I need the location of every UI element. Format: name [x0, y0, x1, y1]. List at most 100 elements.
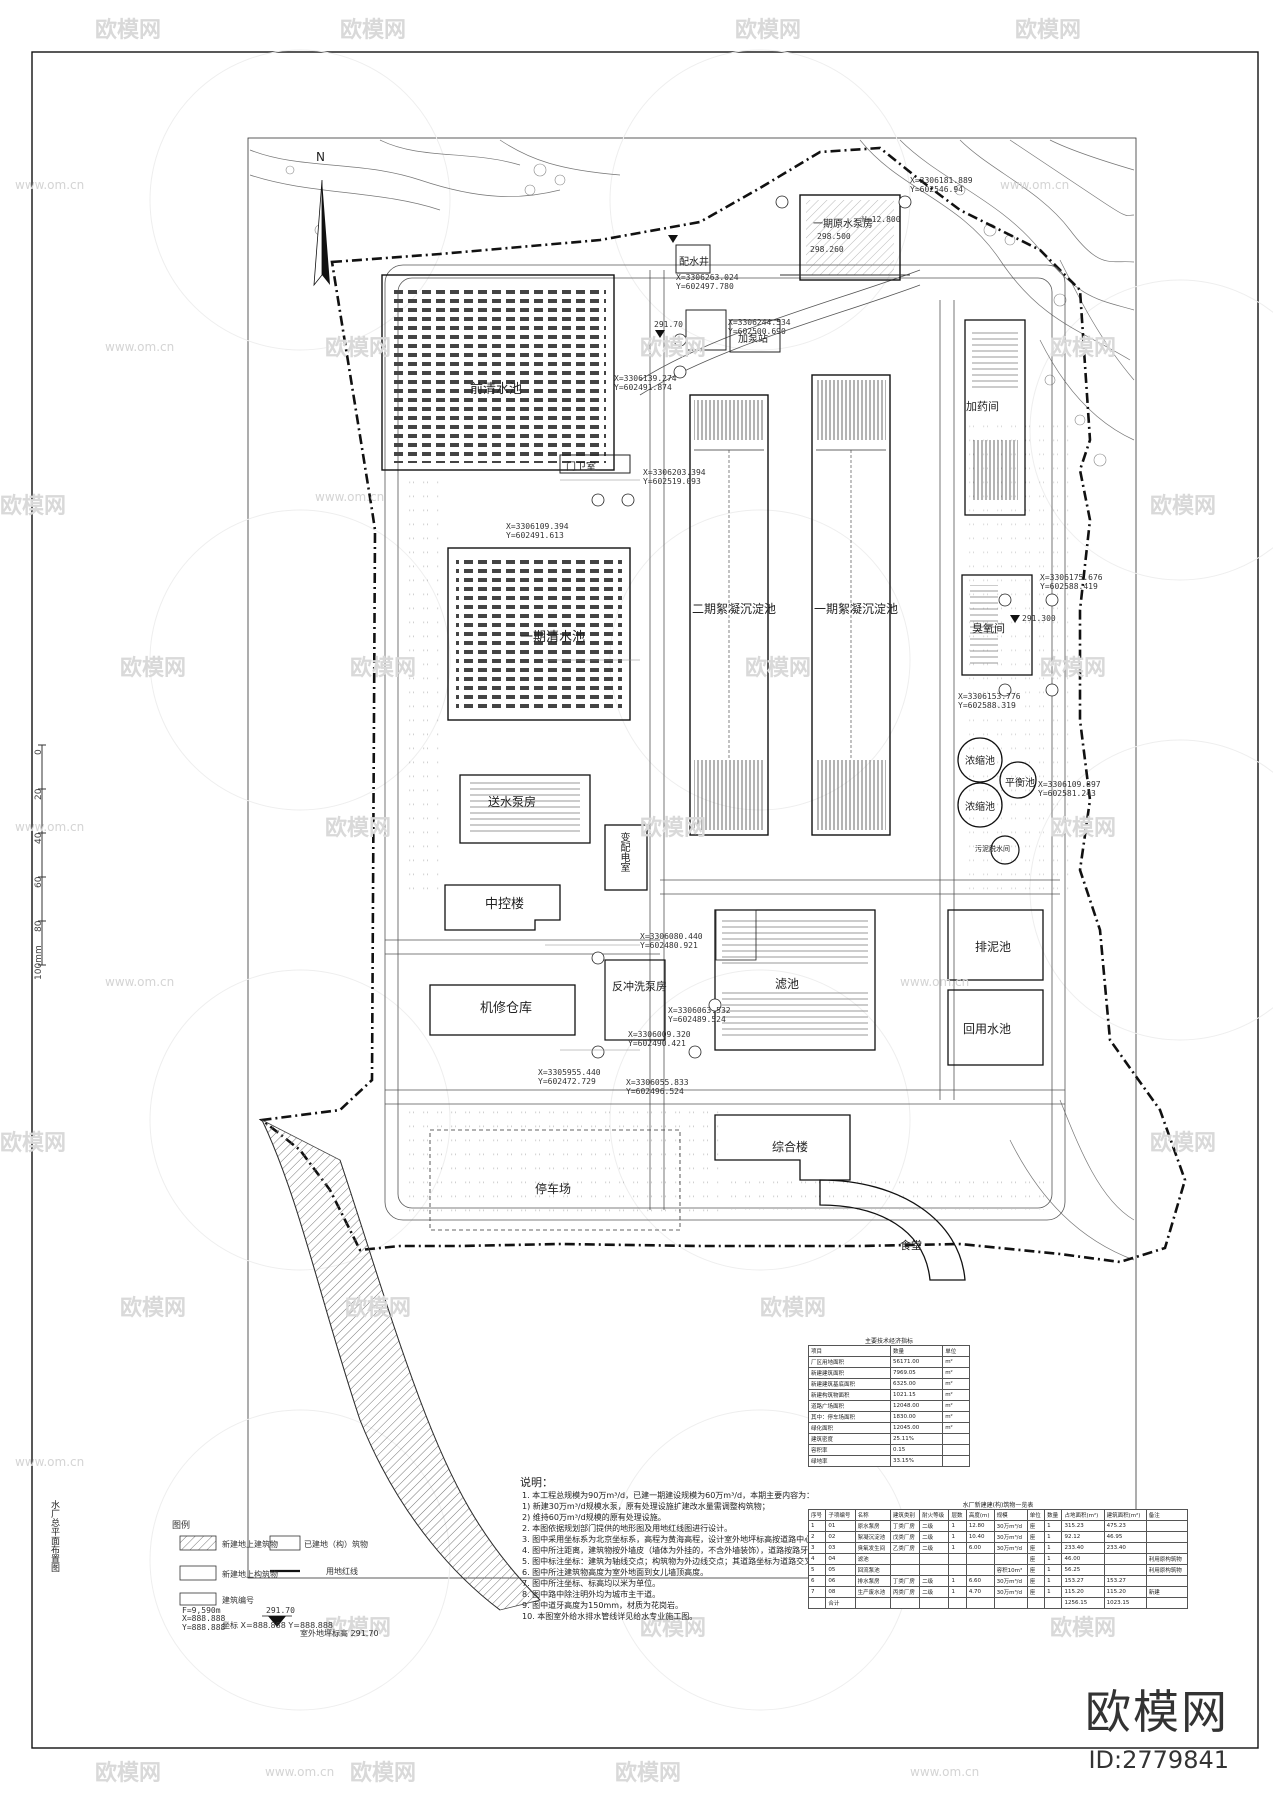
- table-cell: 4.70: [965, 1586, 995, 1598]
- scale-tick-label: 40: [34, 832, 44, 844]
- table-cell: 46.95: [1103, 1531, 1147, 1543]
- table-cell: 7969.05: [889, 1367, 944, 1379]
- dimension-lines: [545, 479, 640, 1051]
- table-header-row: 项目数量单位: [808, 1345, 970, 1357]
- table-cell: 新建建筑面积: [808, 1367, 891, 1379]
- table-cell: 座: [1026, 1575, 1046, 1587]
- table-cell: [1103, 1564, 1147, 1576]
- repair-shop-shape: [429, 984, 576, 1036]
- table-cell: 1: [948, 1520, 967, 1532]
- table-header-cell: 高度(m): [965, 1509, 995, 1521]
- table-header-cell: 单位: [942, 1345, 970, 1357]
- table-header-cell: 耐火等级: [919, 1509, 950, 1521]
- table-cell: 2: [807, 1531, 827, 1543]
- table-cell: 30万m³/d: [993, 1575, 1028, 1587]
- label-distribution: 变配电室: [618, 832, 629, 872]
- label-raw-water-pump: 一期原水泵房: [813, 219, 873, 230]
- table-cell: [889, 1597, 921, 1609]
- watermark-logo: 欧模网: [745, 656, 812, 681]
- table-cell: 33.15%: [889, 1455, 944, 1467]
- distribution-shape: [604, 824, 648, 891]
- table-cell: [807, 1597, 827, 1609]
- label-concentrate-pool: 浓缩池: [965, 802, 995, 813]
- building-table: 序号子项编号名称建筑类别耐火等级层数高度(m)规模单位数量占地面积(m²)建筑面…: [807, 1509, 1189, 1609]
- table-cell: 25.11%: [889, 1433, 944, 1445]
- table-cell: 新建建筑基底面积: [808, 1378, 891, 1390]
- table-cell: [993, 1597, 1028, 1609]
- label-guard: 门卫室: [566, 462, 596, 473]
- table-cell: 1: [1044, 1520, 1063, 1532]
- table-cell: [919, 1564, 950, 1576]
- elevation-label: 298.260: [810, 245, 844, 254]
- table-cell: 丙类厂房: [889, 1586, 921, 1598]
- table-cell: 滤池: [854, 1553, 891, 1565]
- table-cell: 排水泵房: [854, 1575, 891, 1587]
- watermark-logo: 欧模网: [615, 1761, 682, 1786]
- table-cell: 1830.00: [889, 1411, 944, 1423]
- drawing-title: 水厂总平面布置图: [49, 1500, 59, 1572]
- table-cell: 座: [1026, 1520, 1046, 1532]
- site-boundary: [258, 146, 1187, 1264]
- table-cell: [965, 1597, 995, 1609]
- watermark-logo: 欧模网: [95, 18, 162, 43]
- label-pump-small: 加泵站: [738, 334, 768, 345]
- note-line: 1) 新建30万m³/d规模水泵，原有处理设施扩建改水量需调整构筑物；: [522, 1502, 770, 1511]
- watermark-logo: 欧模网: [640, 1616, 707, 1641]
- control-bldg-shape: [444, 884, 561, 931]
- watermark-logo: 欧模网: [640, 816, 707, 841]
- watermark-logo: 欧模网: [1050, 1616, 1117, 1641]
- label-thicken-pool: 浓缩池: [965, 756, 995, 767]
- legend-symbols: [179, 1535, 301, 1627]
- table-cell: [1145, 1597, 1189, 1609]
- table-cell: 原水泵房: [854, 1520, 891, 1532]
- table-cell: 二级: [919, 1531, 950, 1543]
- table-cell: [942, 1455, 970, 1467]
- legend-item: 建筑编号: [222, 1596, 254, 1605]
- table-cell: 4: [807, 1553, 827, 1565]
- table-cell: 03: [825, 1542, 856, 1554]
- legend-elev-sample: 291.70: [266, 1606, 295, 1615]
- note-line: 7. 图中所注坐标、标高均以米为单位。: [522, 1579, 661, 1588]
- watermark-logo: 欧模网: [640, 336, 707, 361]
- watermark-logo: 欧模网: [95, 1761, 162, 1786]
- table-cell: 5: [807, 1564, 827, 1576]
- watermark-logo: 欧模网: [325, 336, 392, 361]
- notes-title: 说明：: [520, 1476, 553, 1489]
- brand-logo: 欧模网: [1085, 1685, 1229, 1739]
- table-header-cell: 子项编号: [825, 1509, 856, 1521]
- table-header-cell: 占地面积(m²): [1061, 1509, 1105, 1521]
- table-cell: 1: [1044, 1575, 1063, 1587]
- table-cell: 1256.15: [1061, 1597, 1105, 1609]
- doser-room-shape: [964, 319, 1026, 516]
- table-cell: 315.23: [1061, 1520, 1105, 1532]
- label-ozone-room: 臭氧间: [972, 622, 1005, 635]
- lawn-area-1: [400, 1100, 720, 1220]
- watermark-logo: 欧模网: [120, 656, 187, 681]
- legend-scale-text: F=9,590m: [182, 1606, 221, 1615]
- brand-id: ID:2779841: [1088, 1746, 1229, 1774]
- table-cell: [919, 1553, 950, 1565]
- note-line: 6. 图中所注建筑物高度为室外地面到女儿墙顶高度。: [522, 1568, 709, 1577]
- guard-shape: [675, 244, 711, 274]
- thicken-pool-shape: [957, 737, 1003, 783]
- table-cell: 戊类厂房: [889, 1531, 921, 1543]
- table-cell: 7: [807, 1586, 827, 1598]
- inlet-well-shape: [729, 319, 781, 353]
- table-cell: [948, 1564, 967, 1576]
- table-cell: 二级: [919, 1542, 950, 1554]
- watermark-logo: 欧模网: [340, 18, 407, 43]
- scale-bar: [38, 744, 46, 966]
- watermark-logo: 欧模网: [1050, 816, 1117, 841]
- table-cell: [889, 1553, 921, 1565]
- table-cell: [1044, 1597, 1063, 1609]
- table-cell: 56171.00: [889, 1356, 944, 1368]
- table-header-cell: 名称: [854, 1509, 891, 1521]
